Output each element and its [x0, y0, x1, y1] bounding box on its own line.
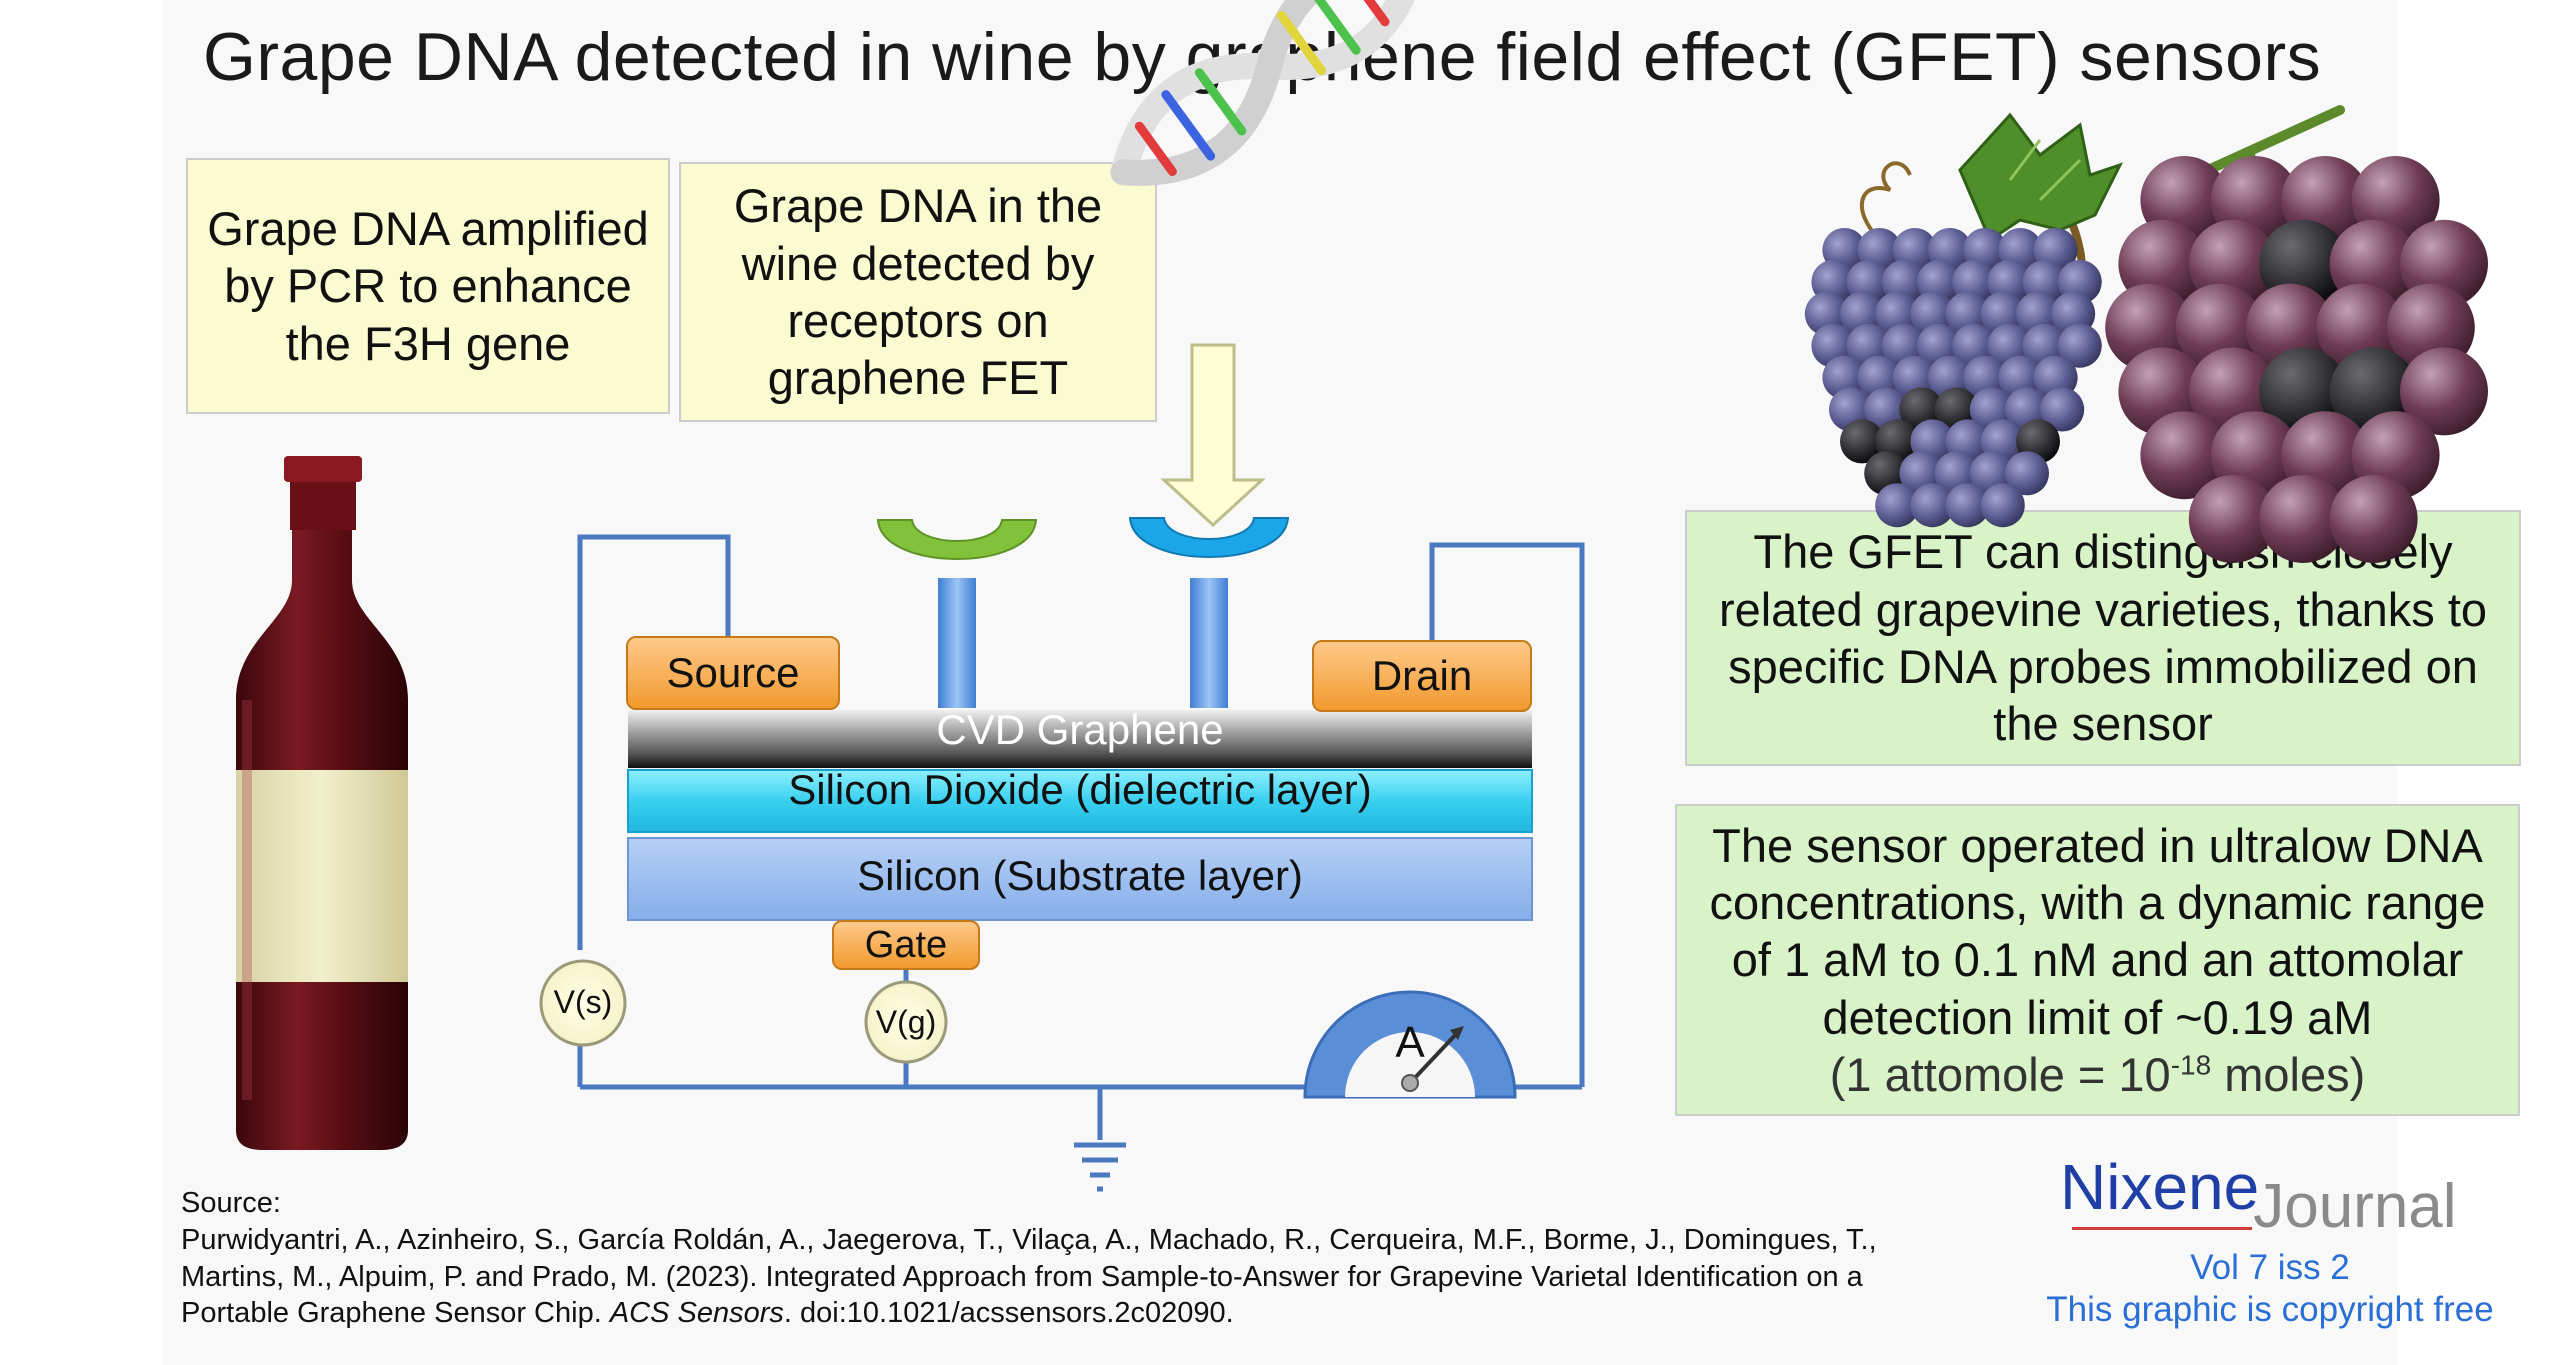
citation-heading: Source:: [181, 1187, 281, 1219]
attomole-note: (1 attomole = 10-18 moles): [1830, 1046, 2366, 1103]
brand-logo: NixeneJournal: [2060, 1150, 2457, 1241]
source-label: Source: [666, 649, 800, 696]
grape-berry: [1945, 483, 1990, 528]
dna-helix-icon: [1110, 0, 1428, 186]
brand-journal: Journal: [2253, 1172, 2457, 1241]
source-pad: Source: [626, 636, 840, 710]
down-arrow-icon: [1160, 343, 1266, 528]
note-pcr-text: Grape DNA amplified by PCR to enhance th…: [207, 202, 649, 370]
ammeter-icon: [1303, 990, 1517, 1099]
grape-berry: [2140, 411, 2229, 500]
grape-berry: [2259, 475, 2348, 563]
grape-berry: [1875, 483, 1920, 528]
vs-label: V(s): [553, 984, 613, 1020]
note-detected: Grape DNA in the wine detected by recept…: [679, 162, 1157, 422]
vg-label: V(g): [875, 1004, 937, 1040]
citation-line-3-post: . doi:10.1021/acssensors.2c02090.: [783, 1297, 1234, 1330]
graphene-label: CVD Graphene: [936, 706, 1224, 753]
brand-nixene: Nixene: [2060, 1151, 2260, 1223]
receptor-stem-right: [1190, 578, 1228, 708]
ground-symbol-icon: [1074, 1142, 1126, 1192]
grape-berry: [1910, 483, 1955, 528]
note-operated: The sensor operated in ultralow DNA conc…: [1675, 804, 2520, 1116]
gate-pad: Gate: [832, 920, 980, 970]
citation-line-1: Purwidyantri, A., Azinheiro, S., García …: [181, 1223, 1877, 1256]
silicon-layer: [627, 837, 1533, 921]
brand-issue: Vol 7 iss 2: [2190, 1248, 2350, 1287]
citation: Source: Purwidyantri, A., Azinheiro, S.,…: [181, 1185, 1981, 1332]
brand-underline: [2072, 1227, 2252, 1230]
note-detected-text: Grape DNA in the wine detected by recept…: [733, 179, 1103, 405]
brand-copyright: This graphic is copyright free: [2046, 1290, 2494, 1329]
drain-pad: Drain: [1312, 640, 1532, 712]
grape-bunch-icon: [2105, 105, 2488, 563]
grape-berry: [2005, 451, 2049, 496]
attomole-exponent: -18: [2170, 1049, 2212, 1081]
grape-berry: [2188, 475, 2277, 563]
citation-line-2: Martins, M., Alpuim, P. and Prado, M. (2…: [181, 1260, 1863, 1293]
grape-berry: [1840, 419, 1884, 464]
citation-journal: ACS Sensors: [609, 1297, 784, 1330]
grape-berry: [1980, 483, 2025, 528]
receptor-stem-left: [938, 578, 976, 708]
vg-meter-icon: [864, 980, 948, 1064]
vs-meter-icon: [539, 959, 627, 1047]
receptor-blue-icon: [1128, 517, 1290, 558]
note-operated-text: The sensor operated in ultralow DNA conc…: [1709, 818, 2486, 1044]
note-pcr: Grape DNA amplified by PCR to enhance th…: [186, 158, 670, 414]
drain-label: Drain: [1371, 652, 1473, 699]
wine-bottle-icon: [236, 456, 408, 1150]
silicon-label: Silicon (Substrate layer): [857, 852, 1303, 899]
grape-berry: [2400, 347, 2488, 436]
dioxide-layer: [627, 769, 1533, 833]
note-distinguish-text: The GFET can distinguish closely related…: [1718, 525, 2488, 751]
grape-berry: [2057, 323, 2102, 368]
grape-berry: [2329, 475, 2418, 563]
grape-cluster-icon: [1804, 112, 2123, 528]
citation-line-3-pre: Portable Graphene Sensor Chip.: [181, 1297, 610, 1330]
grape-berry: [2040, 387, 2085, 432]
receptor-green-icon: [876, 519, 1038, 560]
citation-line-3: Portable Graphene Sensor Chip. ACS Senso…: [181, 1295, 1981, 1332]
ammeter-label: A: [1395, 1018, 1425, 1067]
attomole-suffix: moles): [2211, 1047, 2366, 1101]
gate-label: Gate: [864, 923, 948, 966]
attomole-prefix: (1 attomole = 10: [1829, 1047, 2171, 1101]
circuit-wires: [577, 534, 1585, 1140]
dioxide-label: Silicon Dioxide (dielectric layer): [788, 766, 1372, 813]
graphene-layer: [628, 710, 1532, 768]
